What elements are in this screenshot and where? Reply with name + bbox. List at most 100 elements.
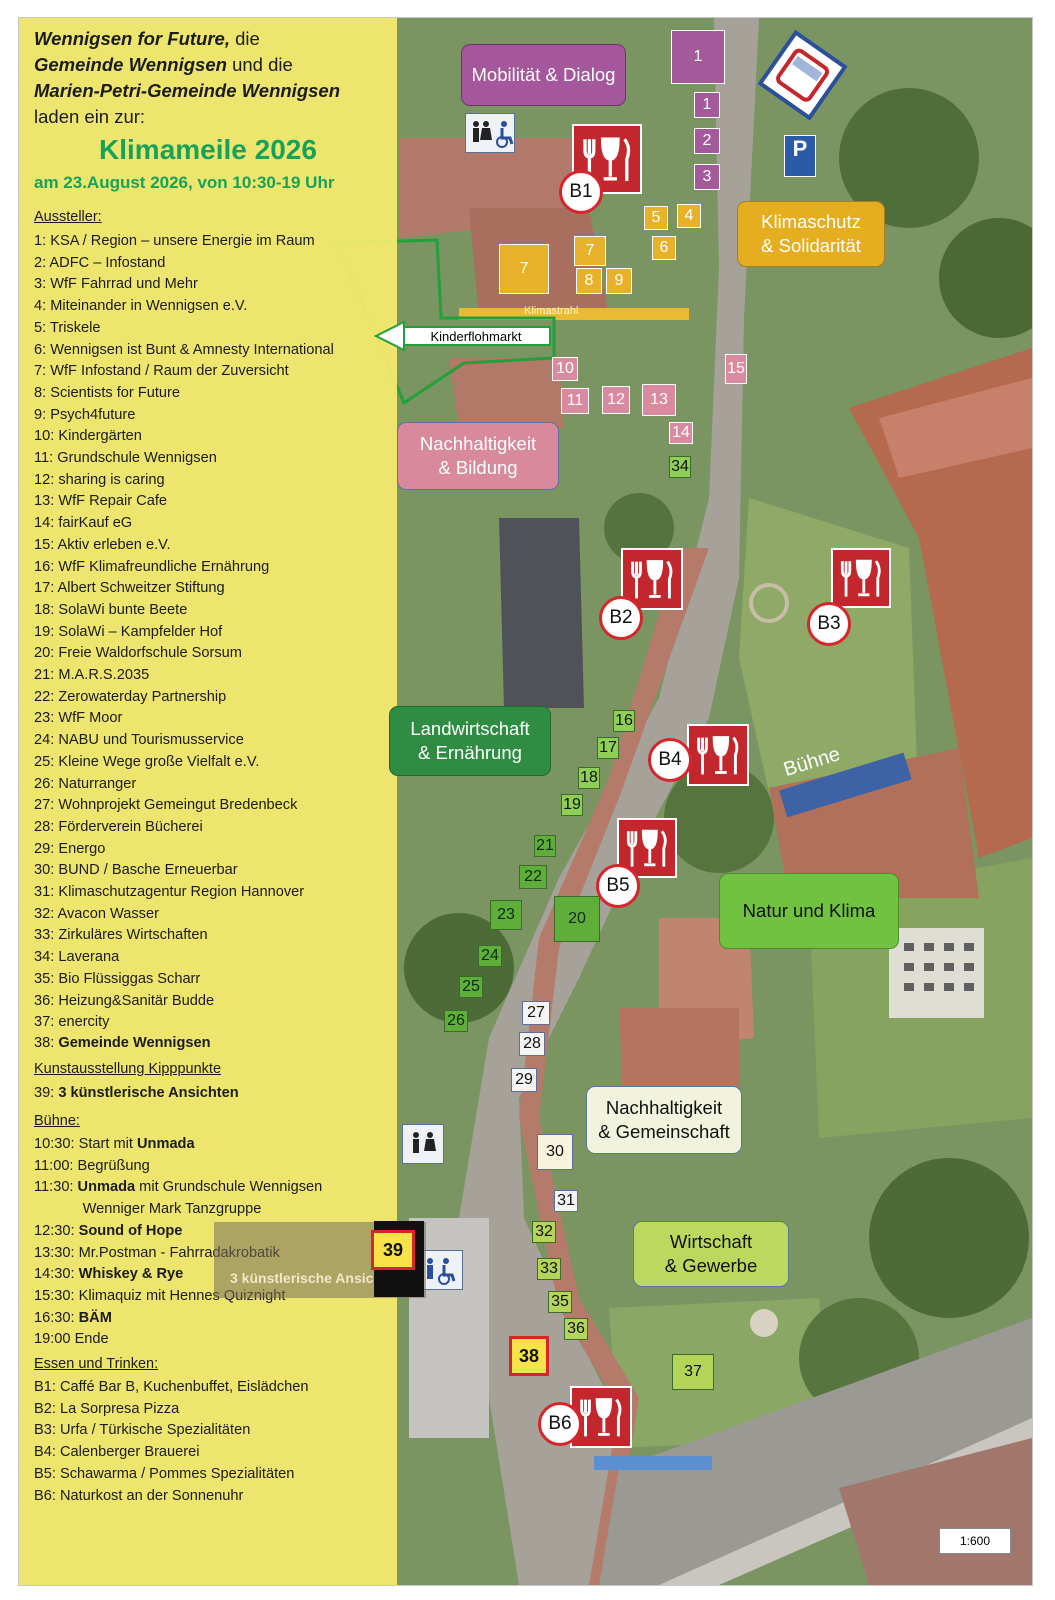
exhibitor-item: 8: Scientists for Future [34,384,180,401]
stand-7: 7 [574,236,606,266]
stand-35: 35 [548,1291,572,1313]
exhibitors-heading: Aussteller: [34,209,102,225]
stage-act: Sound of Hope [78,1222,183,1239]
klimastrahl-label: Klimastrahl [524,305,579,317]
stand-26: 26 [444,1010,468,1032]
exhibitor-item: 37: enercity [34,1014,110,1031]
info-panel [19,18,397,1585]
art-heading: Kunstausstellung Kipppunkte [34,1061,222,1077]
stand-21: 21 [534,835,556,857]
stand-29: 29 [511,1068,537,1092]
food-drink-icon [617,818,677,878]
food-item: B1: Caffé Bar B, Kuchenbuffet, Eislädche… [34,1379,309,1395]
stand-36: 36 [564,1318,588,1340]
zone-agriculture: Landwirtschaft & Ernährung [389,706,551,776]
kinderflohmarkt-area [334,238,556,406]
stand-4: 4 [677,204,701,228]
exhibitor-item: 20: Freie Waldorfschule Sorsum [34,645,242,662]
event-title: Klimameile 2026 [99,134,317,165]
food-drink-icon [687,724,749,786]
intro-line-4: laden ein zur: [34,106,146,127]
food-marker-b3: B3 [807,602,851,646]
exhibitor-item: 18: SolaWi bunte Beete [34,601,188,618]
stand-31: 31 [554,1190,578,1212]
exhibitor-item: 17: Albert Schweitzer Stiftung [34,580,225,597]
intro-line-1: Wennigsen for Future, die [34,28,260,49]
exhibitor-item: 29: Energo [34,840,106,857]
stage-time: 10:30: Start mit [34,1136,138,1152]
exhibitor-item: 3: WfF Fahrrad und Mehr [34,276,198,293]
exhibitor-item: 23: WfF Moor [34,710,123,727]
intro-line-2: Gemeinde Wennigsen und die [34,54,293,75]
exhibitor-item: 30: BUND / Basche Erneuerbar [34,862,238,879]
stand-2: 2 [694,128,720,154]
exhibitor-item: 11: Grundschule Wennigsen [34,450,217,466]
flyer-frame: Wennigsen for Future, die Gemeinde Wenni… [18,17,1033,1586]
stand-20: 20 [554,896,600,942]
stage-row: 16:30: BÄM [34,1307,112,1329]
stand-8: 8 [576,268,602,294]
stand-16: 16 [613,710,635,732]
exhibitor-item: 24: NABU und Tourismusservice [34,732,244,749]
food-item: B4: Calenberger Brauerei [34,1444,200,1461]
exhibitor-item: 12: sharing is caring [34,471,165,488]
food-item: B6: Naturkost an der Sonnenuhr [34,1487,244,1504]
exhibitor-item: 28: Förderverein Bücherei [34,818,203,835]
stand-27: 27 [522,1001,550,1025]
exhibitor-item: 22: Zerowaterday Partnership [34,688,227,705]
exhibitor-item: 21: M.A.R.S.2035 [34,667,150,683]
food-marker-b4: B4 [648,738,692,782]
stand-32: 32 [532,1221,556,1243]
stand-37: 37 [672,1354,714,1390]
exhibitor-item: 36: Heizung&Sanitär Budde [34,992,215,1009]
exhibitor-item: 26: Naturranger [34,775,137,792]
stand-14: 14 [669,422,693,444]
zone-community: Nachhaltigkeit & Gemeinschaft [586,1086,742,1154]
bus-icon [757,29,847,121]
stage-row: 11:30: Unmada mit Grundschule Wennigsen [34,1176,322,1198]
arrow-left-icon [374,320,405,352]
exhibitor-item: 32: Avacon Wasser [34,905,159,922]
stage-time: Wenniger Mark Tanzgruppe [34,1201,262,1218]
intro-line-3: Marien-Petri-Gemeinde Wennigsen [34,80,340,101]
exhibitor-item: 14: fairKauf eG [34,515,133,532]
stand-34: 34 [669,456,691,478]
stand-9: 9 [606,268,632,294]
stage-row: 10:30: Start mit Unmada [34,1133,195,1155]
kinderflohmarkt-label: Kinderflohmarkt [401,326,551,346]
stage-time: 12:30: [34,1222,79,1239]
stage-act: Unmada [137,1136,195,1152]
zone-mobility: Mobilität & Dialog [461,44,626,106]
stage-time: 16:30: [34,1309,79,1326]
parking-icon: P [784,135,816,177]
stand-28: 28 [519,1032,545,1056]
exhibitor-38: 38: Gemeinde Wennigsen [34,1035,211,1051]
exhibitor-item: 4: Miteinander in Wennigsen e.V. [34,298,248,315]
event-date: am 23.August 2026, von 10:30-19 Uhr [34,173,335,192]
exhibitor-item: 19: SolaWi – Kampfelder Hof [34,623,223,640]
exhibitor-item: 5: Triskele [34,319,101,336]
stand-7: 7 [499,244,549,294]
exhibitor-item: 33: Zirkuläres Wirtschaften [34,927,208,944]
exhibitor-item: 7: WfF Infostand / Raum der Zuversicht [34,363,289,380]
stage-act: BÄM [78,1309,112,1326]
stand-3: 3 [694,164,720,190]
exhibitor-item: 25: Kleine Wege große Vielfalt e.V. [34,753,260,770]
stand-15: 15 [725,354,747,384]
exhibitor-item: 34: Laverana [34,949,120,966]
stand-25: 25 [459,976,483,998]
exhibitor-item: 31: Klimaschutzagentur Region Hannover [34,884,305,900]
stage-time: 11:30: [34,1179,78,1196]
stage-bar [779,752,912,818]
exhibitor-item: 16: WfF Klimafreundliche Ernährung [34,558,270,575]
stage-time: 11:00: Begrüßung [34,1157,150,1174]
exhibitor-item: 13: WfF Repair Cafe [34,493,168,510]
stand-17: 17 [597,737,619,759]
zone-education: Nachhaltigkeit & Bildung [397,422,559,490]
stand-13: 13 [642,384,676,416]
exhibitor-item: 15: Aktiv erleben e.V. [34,536,171,553]
stand-6: 6 [652,236,676,260]
stage-act: Unmada [77,1179,136,1196]
food-item: B5: Schawarma / Pommes Spezialitäten [34,1465,295,1482]
stand-39: 39 [371,1230,415,1270]
